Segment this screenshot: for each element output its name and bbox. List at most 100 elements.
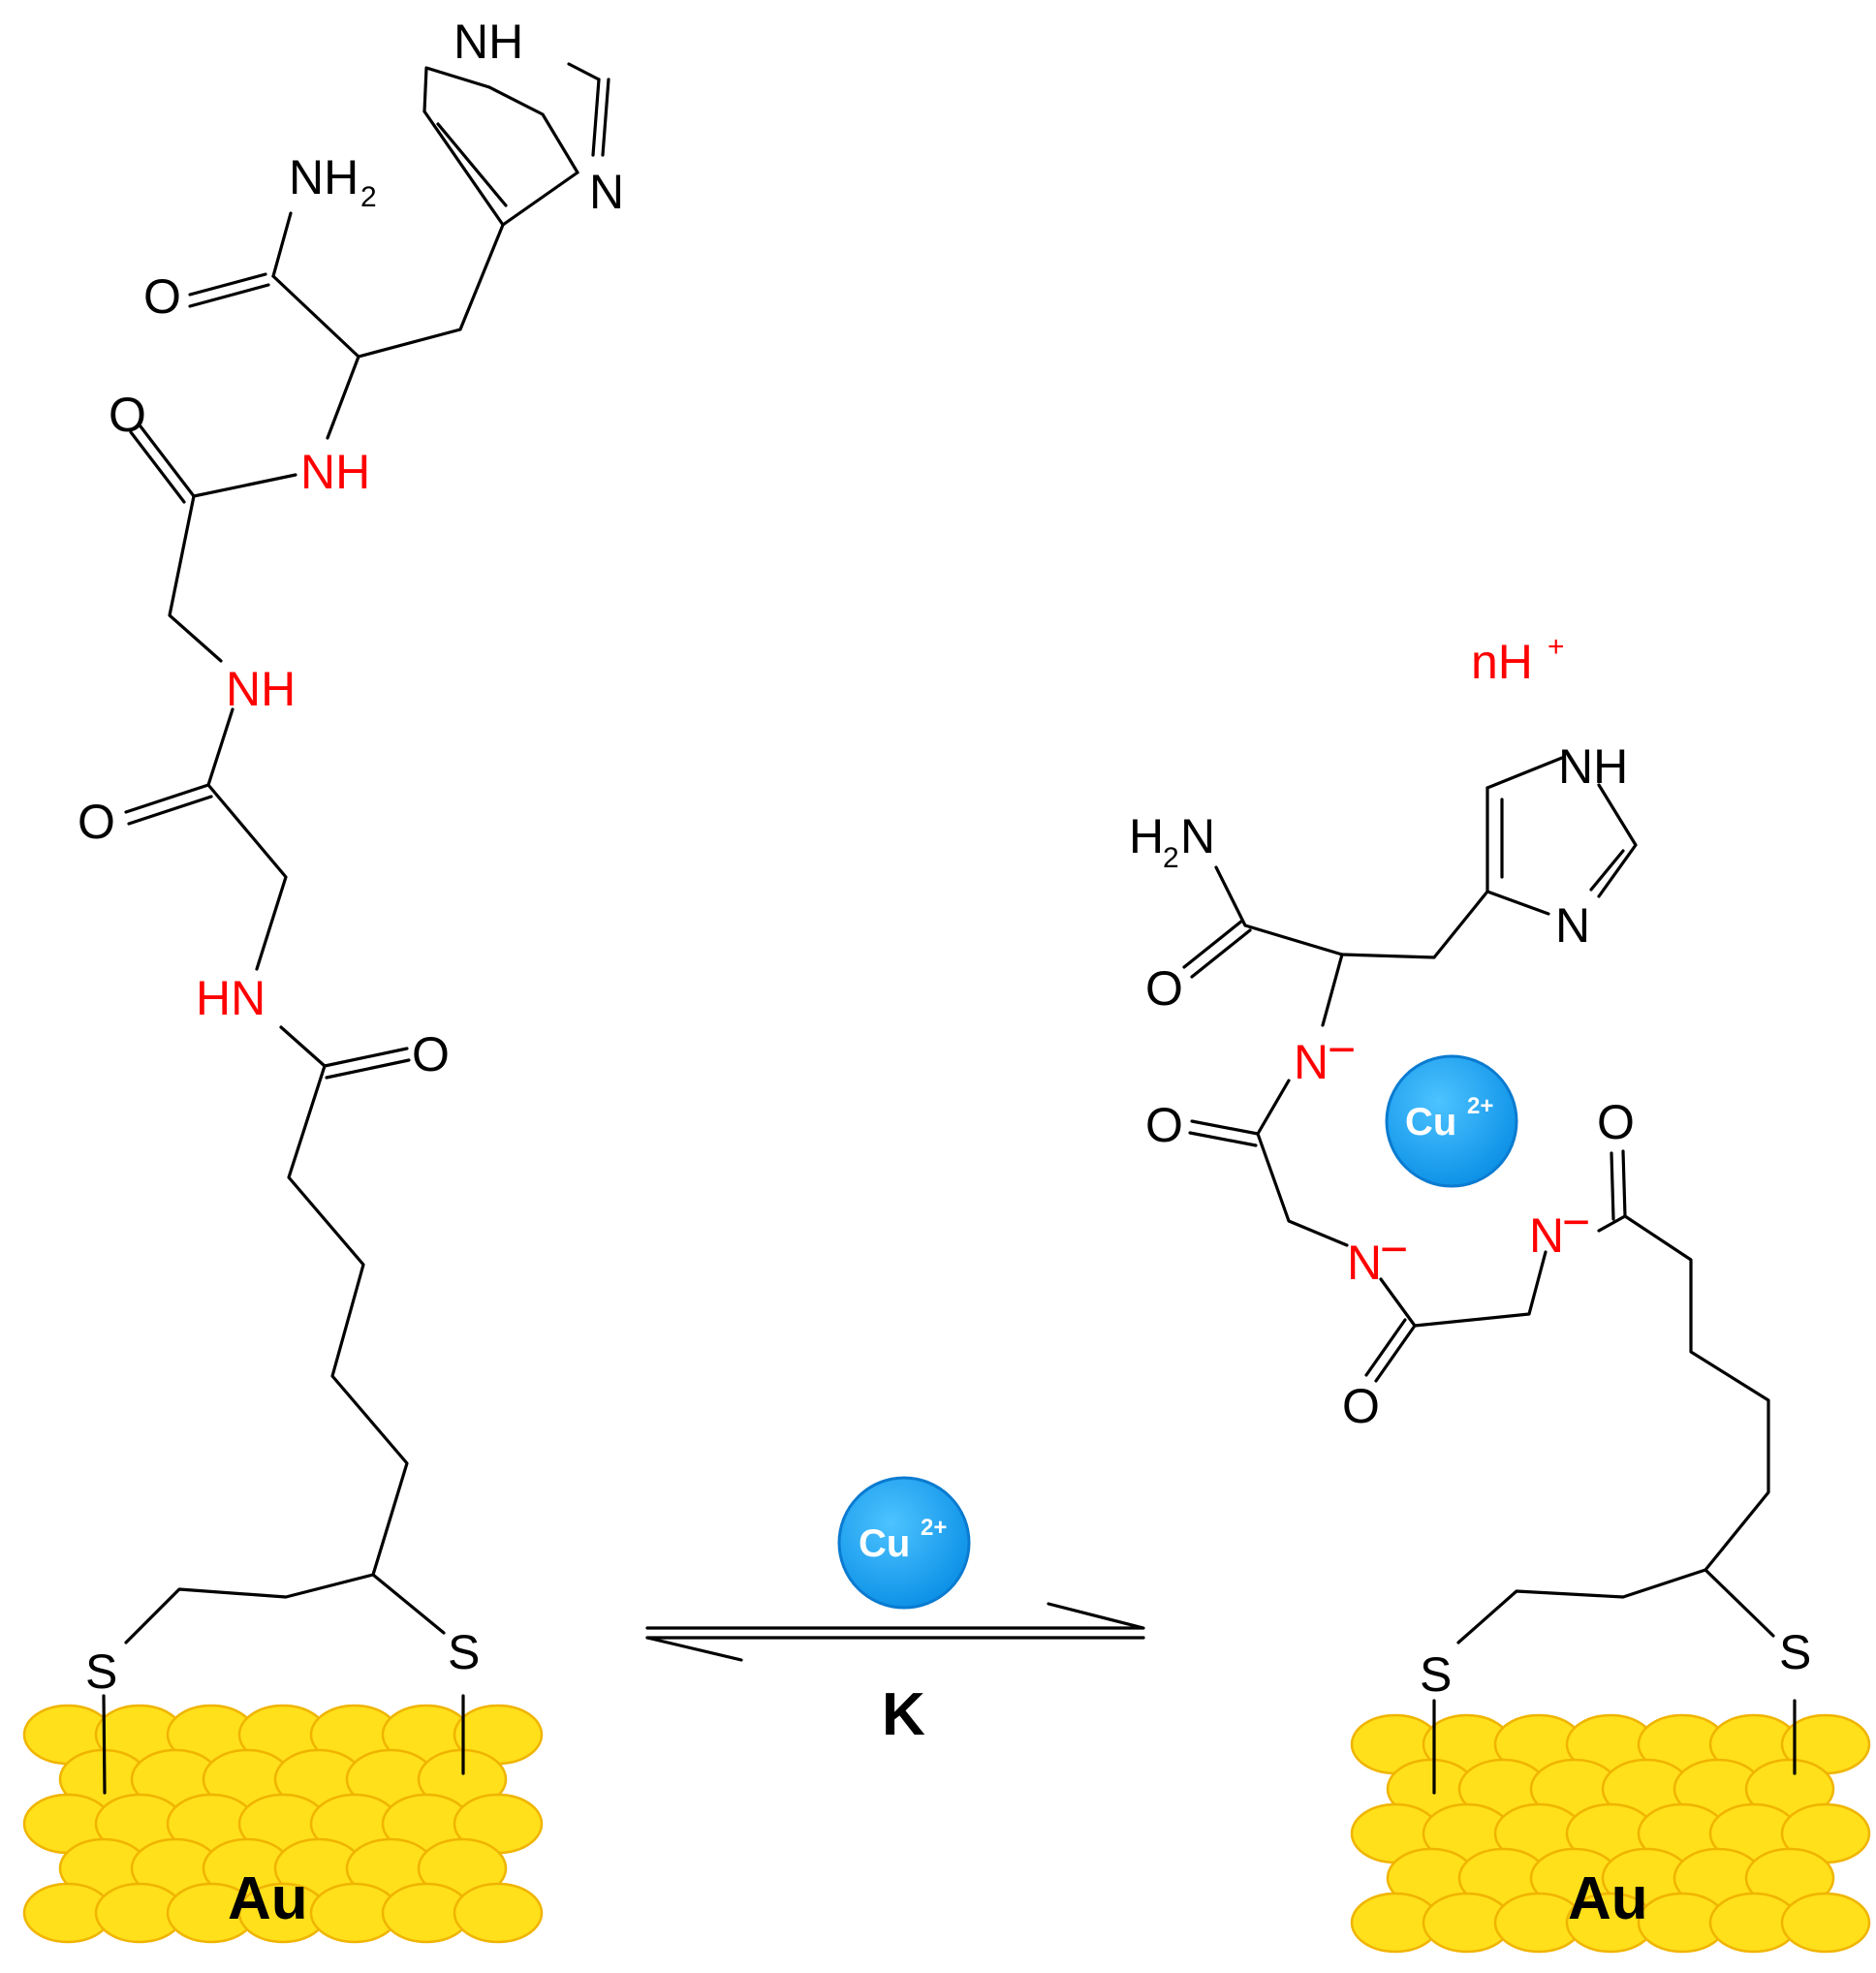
right-o2-label: O (1145, 1098, 1183, 1152)
left-co-bond (127, 795, 213, 826)
equilibrium-arrows (645, 1602, 1145, 1662)
left-alkyl-chain (371, 1573, 446, 1635)
right-minus1: − (1328, 1022, 1356, 1077)
left-co-bond (188, 283, 270, 308)
left-backbone-bond (271, 211, 293, 278)
right-ring-bond (1485, 890, 1550, 916)
right-co-bond (1610, 1151, 1615, 1221)
right-o3-label: O (1342, 1379, 1380, 1433)
left-s2-label: S (448, 1625, 480, 1679)
left-o1-label: O (143, 269, 181, 324)
right-o4-label: O (1597, 1095, 1635, 1149)
left-nh-amide2-label: NH (226, 662, 296, 716)
right-n-minus1-label: N (1294, 1035, 1329, 1089)
left-co-bond (188, 272, 267, 297)
left-gold-surface (22, 1704, 544, 1944)
right-ring-n-label: N (1555, 898, 1590, 953)
right-co-bond (1621, 1149, 1627, 1218)
left-nh2-subscript: 2 (360, 181, 377, 213)
left-s-au-bond (102, 1694, 107, 1795)
right-s2-label: S (1779, 1625, 1811, 1679)
forward-arrow (645, 1602, 1145, 1630)
left-backbone-bond (168, 494, 223, 663)
right-gold-atom (1780, 1892, 1871, 1954)
equilibrium-constant: K (882, 1681, 925, 1748)
right-cu-charge: 2+ (1467, 1093, 1493, 1119)
proton-charge: + (1548, 631, 1565, 663)
left-o2-label: O (109, 388, 146, 442)
right-co-bond (1190, 928, 1252, 979)
cu-symbol: Cu (859, 1522, 910, 1565)
right-atom-labels: NH N H 2 N O N − O N − O O N − S S (1129, 739, 1811, 1702)
right-backbone-bond (1413, 1250, 1548, 1328)
right-co-bond (1374, 1324, 1417, 1383)
right-ring-bond (1589, 849, 1625, 892)
left-nh2-label: NH (289, 150, 359, 204)
right-n-minus2-label: N (1347, 1236, 1382, 1290)
right-o1-label: O (1145, 961, 1183, 1016)
right-backbone-bond (1321, 953, 1344, 1027)
equilibrium-cu-ion: Cu 2+ (837, 1476, 971, 1610)
left-au-label: Au (228, 1865, 308, 1932)
left-co-bond (129, 430, 186, 504)
left-ring-bond (422, 110, 505, 227)
right-backbone-bond (1256, 1079, 1291, 1136)
right-au-label: Au (1568, 1865, 1648, 1932)
right-n-minus3-label: N (1529, 1208, 1564, 1263)
left-ring-nh-label: NH (453, 15, 523, 69)
right-ring-bond (1485, 756, 1564, 790)
left-ring-bond (487, 85, 579, 174)
left-backbone-bond (206, 707, 234, 787)
proton-release: nH + (1471, 631, 1565, 689)
left-o4-label: O (412, 1027, 450, 1081)
left-backbone-bond (326, 355, 360, 440)
right-backbone-bond (1597, 1214, 1627, 1233)
right-backbone-bond (1256, 1132, 1349, 1247)
left-co-bond (124, 783, 210, 814)
left-s1-label: S (85, 1644, 117, 1699)
right-peptide-bonds (1182, 756, 1797, 1795)
cu-ion-circle (837, 1476, 971, 1610)
left-ring-n-label: N (589, 165, 624, 219)
right-co-bond (1190, 1119, 1260, 1136)
left-ring-bond (601, 78, 610, 157)
left-sidechain-bond (357, 223, 505, 359)
left-co-bond (323, 1047, 409, 1068)
reverse-arrow-head (645, 1636, 743, 1662)
right-minus3: − (1562, 1195, 1590, 1249)
right-minus2: − (1380, 1222, 1408, 1276)
left-backbone-bond (279, 1025, 327, 1068)
right-ring-bond (1597, 783, 1638, 898)
right-cu-symbol: Cu (1405, 1101, 1456, 1143)
right-co-bond (1188, 1131, 1258, 1147)
right-alkyl-chain (1704, 1568, 1775, 1638)
right-cu-ion-circle (1385, 1054, 1518, 1188)
left-peptide-bonds (102, 62, 610, 1795)
left-nh-amide1-label: NH (300, 445, 370, 499)
right-backbone-bond (1214, 865, 1344, 956)
left-ring-bond (591, 78, 601, 157)
left-ring-bond (501, 171, 579, 227)
left-ring-bond (436, 122, 508, 207)
left-co-bond (325, 1058, 411, 1080)
left-gold-atom (453, 1882, 544, 1944)
left-co-bond (139, 424, 196, 498)
cu-charge: 2+ (921, 1515, 947, 1541)
proton-label: nH (1471, 635, 1533, 689)
right-co-bond (1364, 1318, 1407, 1377)
left-backbone-bond (271, 274, 360, 359)
right-h2n-h-label: H (1129, 809, 1164, 863)
right-gold-surface (1350, 1713, 1871, 1954)
left-backbone-bond (192, 473, 297, 498)
right-h2n-n-label: N (1180, 809, 1215, 863)
right-backbone-bond (1379, 1277, 1417, 1328)
right-cu-ion: Cu 2+ (1385, 1054, 1518, 1188)
left-atom-labels: NH N NH 2 O O NH NH O HN O S S (78, 15, 624, 1699)
right-s1-label: S (1420, 1647, 1452, 1702)
left-ring-bond (422, 66, 491, 113)
right-h2n-subscript: 2 (1163, 842, 1179, 874)
left-o3-label: O (78, 795, 115, 849)
left-ring-bond (567, 62, 601, 81)
left-alkyl-chain (124, 1064, 409, 1644)
